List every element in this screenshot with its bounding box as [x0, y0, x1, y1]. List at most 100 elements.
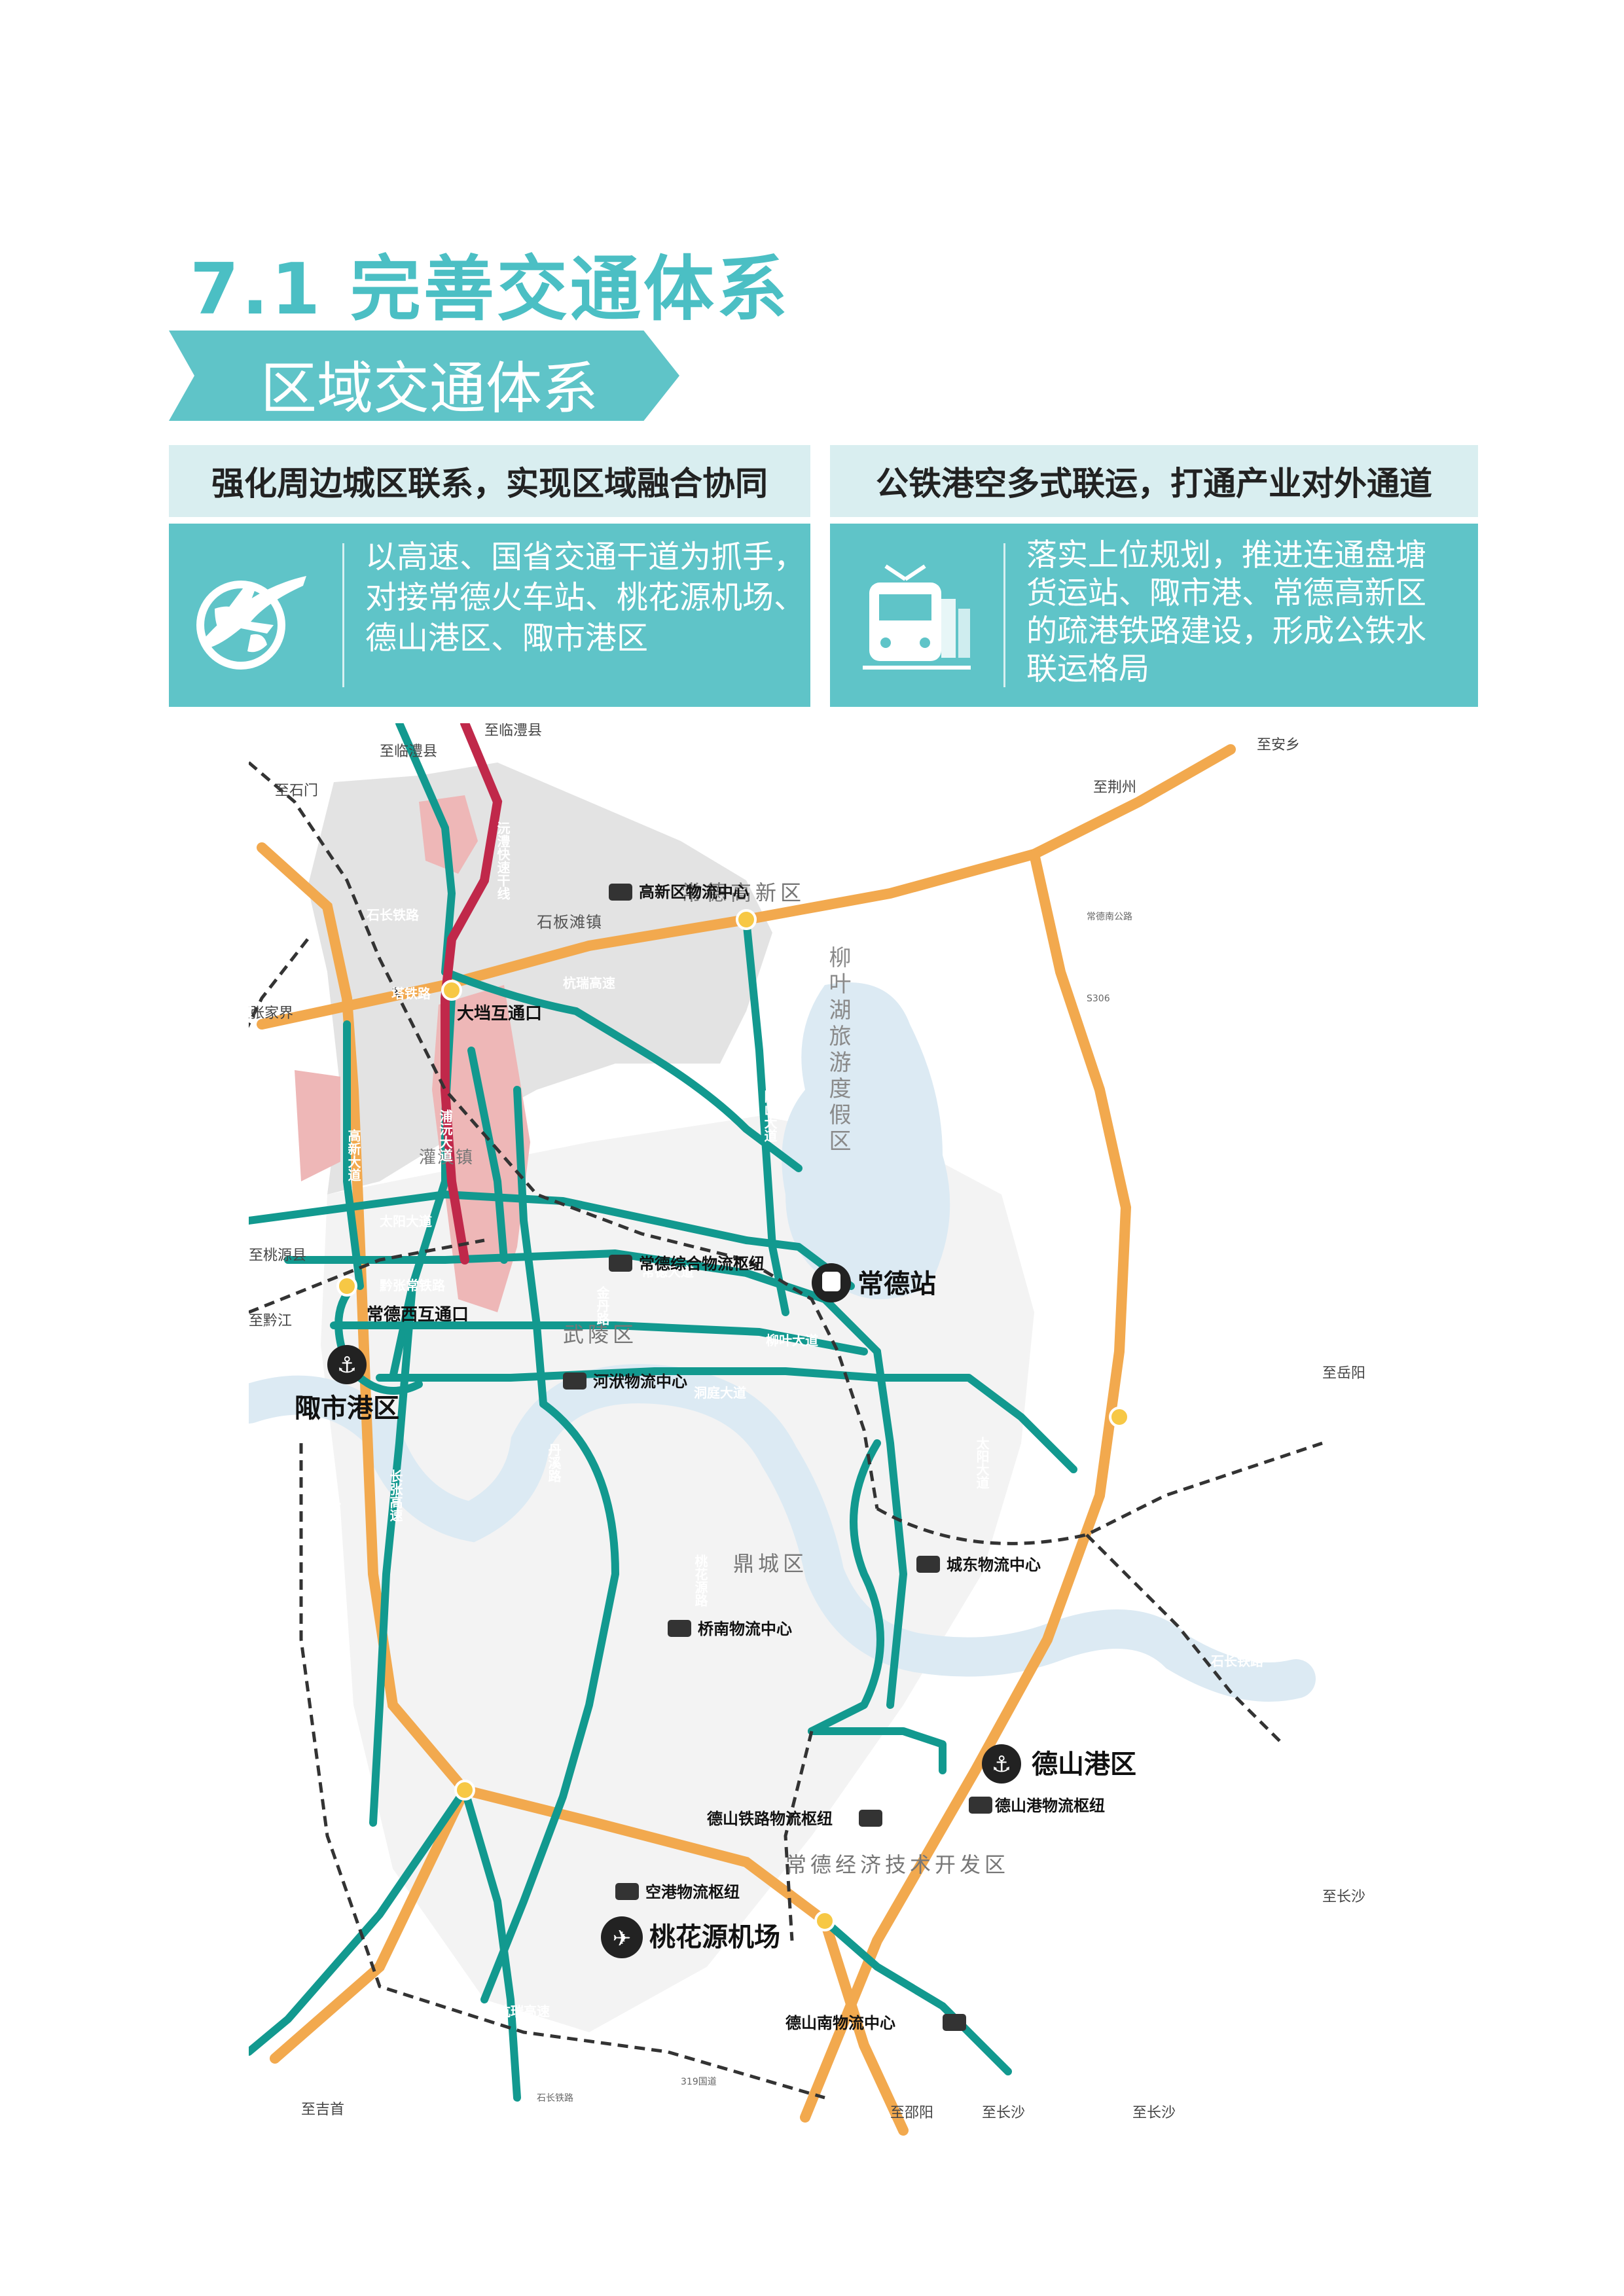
logistics-label: 常德综合物流枢纽: [639, 1255, 765, 1273]
minor-road-label: 石长铁路: [537, 2093, 573, 2104]
direction-label: 至石门: [275, 783, 318, 799]
road-label: 常岳九铁路: [1191, 1568, 1257, 1584]
logistics-label: 德山港物流枢纽: [995, 1797, 1105, 1815]
road-label: 杭瑞高速: [497, 2003, 550, 2019]
truck-icon: [609, 884, 632, 901]
interchange-labels: 大垱互通口 常德西互通口: [367, 1004, 542, 1325]
panel-heading-regional: 强化周边城区联系，实现区域融合协同: [169, 445, 810, 517]
panel-line: 联运格局: [1026, 651, 1149, 687]
direction-label: 至临澧县: [484, 723, 542, 739]
road-label: 石长外线: [326, 1502, 342, 1554]
logistics-label: 德山南物流中心: [785, 2014, 895, 2032]
train-icon: [863, 564, 971, 670]
minor-road-label: S306: [1087, 994, 1110, 1004]
truck-icon: [859, 1810, 882, 1827]
truck-icon: [609, 1255, 632, 1272]
anchor-icon: [982, 1744, 1021, 1784]
liuye-lake: [782, 982, 950, 1299]
road-label: 浦沅大道: [437, 1109, 453, 1162]
logistics-label: 德山铁路物流枢纽: [707, 1810, 833, 1828]
truck-icon: [563, 1372, 586, 1390]
panel-text-multimodal: 落实上位规划，推进连通盘塘 货运站、陬市港、常德高新区 的疏港铁路建设，形成公铁…: [1026, 537, 1426, 689]
road-label: 长张高速: [388, 1469, 403, 1522]
yuan-river: [229, 1364, 1316, 1702]
northwest-urban-area: [308, 762, 772, 1194]
road-labels: 沅澧快速干线 石长铁路 塔铁路 杭瑞高速 高新大道 浦沅大道 阳山大道 太阳大道…: [326, 821, 1264, 2019]
section-ribbon: 区域交通体系: [169, 331, 679, 421]
district-label: 灌溪镇: [419, 1148, 474, 1168]
direction-label: 至岳阳: [1322, 1365, 1365, 1382]
panel-multimodal: 落实上位规划，推进连通盘塘 货运站、陬市港、常德高新区 的疏港铁路建设，形成公铁…: [830, 524, 1478, 707]
scenic-area-label: 柳叶湖旅游度假区: [825, 946, 851, 1155]
road-label: 太阳大道: [974, 1437, 990, 1489]
direction-labels: 至临澧县 至临澧县 至石门 至张家界 至桃源县 至黔江 至荆州 至安乡 至岳阳 …: [236, 723, 1365, 2121]
panel-divider: [1003, 543, 1005, 687]
map-svg: 至临澧县 至临澧县 至石门 至张家界 至桃源县 至黔江 至荆州 至安乡 至岳阳 …: [229, 719, 1365, 2136]
interchange-label: 大垱互通口: [457, 1004, 542, 1024]
panel-line: 货运站、陬市港、常德高新区: [1026, 575, 1426, 611]
panel-line: 落实上位规划，推进连通盘塘: [1026, 537, 1426, 573]
road-label: 二广高速: [1139, 1182, 1191, 1198]
minor-road-label: 常德南公路: [1087, 912, 1132, 922]
truck-icon: [943, 2014, 966, 2031]
road-label: 石长铁路: [1210, 1653, 1264, 1669]
direction-label: 至邵阳: [890, 2105, 933, 2121]
district-label: 常德高新区: [681, 880, 805, 905]
train-glyph: [822, 1272, 840, 1291]
logistics-label: 高新区物流中心: [639, 883, 749, 901]
road-label: 沅澧快速干线: [495, 821, 511, 900]
truck-icon: [916, 1556, 940, 1573]
airplane-icon: [601, 1916, 643, 1958]
minor-road-label: 319国道: [681, 2077, 717, 2087]
page-title: 7.1 完善交通体系: [190, 249, 790, 331]
direction-label: 至长沙: [1132, 2105, 1176, 2121]
airplane-glyph: ✈: [613, 1926, 632, 1952]
district-label: 石板滩镇: [537, 913, 602, 931]
road-label: 黔张常铁路: [380, 1278, 446, 1293]
road-label: 柳叶大道: [766, 1333, 818, 1348]
road-label: 洞庭大道: [694, 1385, 746, 1401]
panel-line: 以高速、国省交通干道为抓手，: [365, 539, 806, 575]
direction-label: 至张家界: [249, 1005, 293, 1022]
logistics-label: 河洑物流中心: [593, 1372, 687, 1391]
anchor-glyph: ⚓: [337, 1352, 357, 1378]
panel-text-regional: 以高速、国省交通干道为抓手， 对接常德火车站、桃花源机场、 德山港区、陬市港区: [365, 537, 805, 658]
logistics-label: 空港物流枢纽: [645, 1883, 740, 1901]
district-labels: 常德高新区 石板滩镇 灌溪镇 武陵区 鼎城区 常德经济技术开发区: [419, 880, 1005, 1877]
panel-line: 对接常德火车站、桃花源机场、: [365, 579, 806, 616]
section-title: 区域交通体系: [261, 356, 598, 422]
direction-label: 至长沙: [982, 2105, 1025, 2121]
hub-label-station: 常德站: [857, 1269, 936, 1299]
globe-airplane-icon: [196, 576, 306, 670]
yuanli-express-trunk: [441, 719, 503, 1265]
district-label: 鼎城区: [733, 1551, 808, 1576]
direction-label: 至桃源县: [249, 1247, 306, 1264]
road-label: 杭瑞高速: [563, 975, 615, 991]
district-label: 武陵区: [563, 1322, 638, 1347]
anchor-icon: [327, 1345, 367, 1384]
anchor-glyph: ⚓: [992, 1751, 1011, 1778]
hub-markers: 常德站 ⚓ 陬市港区 ⚓ 德山港区 ✈ 桃花源机场: [295, 1263, 1136, 1958]
direction-label: 至安乡: [1257, 737, 1300, 753]
direction-label: 至吉首: [301, 2102, 344, 2118]
truck-icon: [615, 1883, 639, 1900]
road-label: 塔铁路: [391, 986, 431, 1001]
panel-divider: [342, 543, 344, 687]
road-label: 桃花源路: [693, 1554, 708, 1607]
logistics-labels: 高新区物流中心 常德综合物流枢纽 河洑物流中心 城东物流中心 桥南物流中心 德山…: [563, 883, 1105, 2032]
road-label: 石长铁路: [366, 907, 420, 923]
panel-regional: 以高速、国省交通干道为抓手， 对接常德火车站、桃花源机场、 德山港区、陬市港区: [169, 524, 810, 707]
road-label: 高新大道: [346, 1128, 361, 1181]
arterial-network: [245, 719, 1077, 2102]
direction-label: 至黔江: [249, 1313, 292, 1329]
direction-label: 至荆州: [1093, 780, 1136, 796]
panel-heading-multimodal: 公铁港空多式联运，打通产业对外通道: [830, 445, 1478, 517]
logistics-label: 桥南物流中心: [698, 1620, 792, 1638]
hub-label-deshan-port: 德山港区: [1032, 1749, 1136, 1780]
road-label: 金丹路: [594, 1285, 610, 1326]
road-label: 常德大道: [641, 1264, 694, 1280]
panel-line: 的疏港铁路建设，形成公铁水: [1026, 613, 1426, 649]
hub-label-zoushi-port: 陬市港区: [295, 1393, 399, 1424]
interchange-nodes: [336, 909, 1130, 1931]
truck-icon: [668, 1620, 691, 1637]
